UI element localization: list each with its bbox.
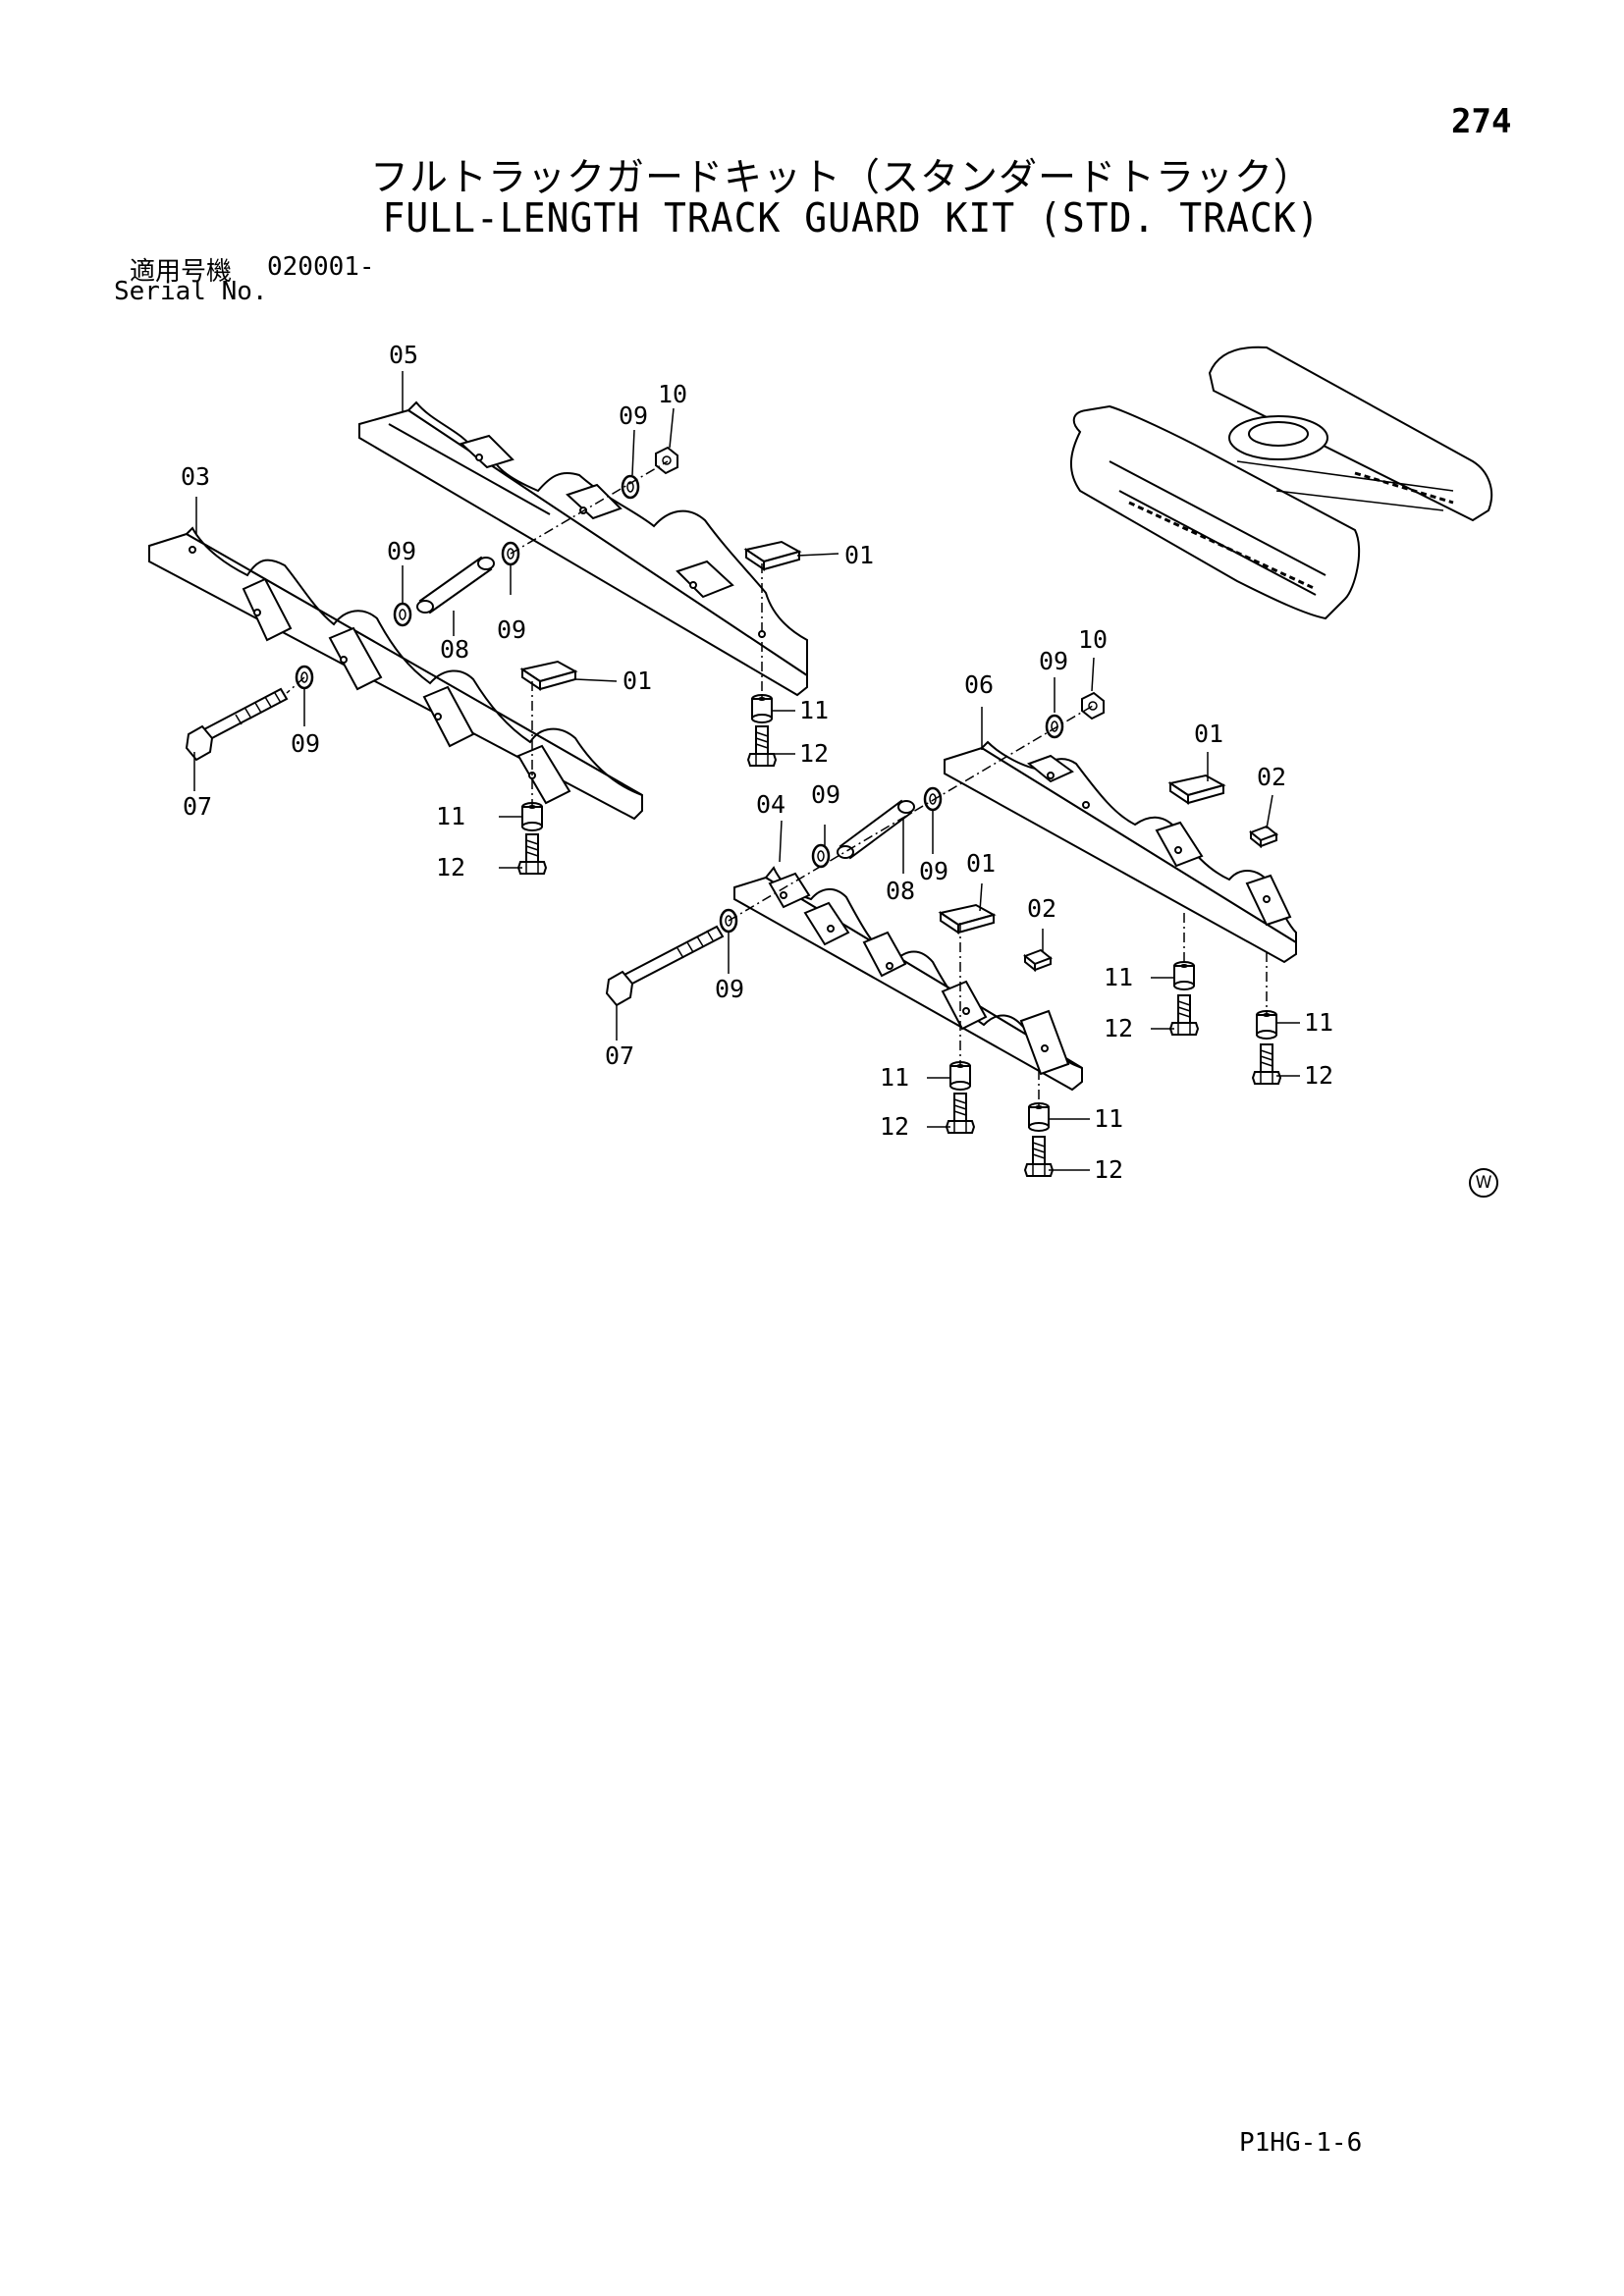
callout-08-b: 08 — [886, 877, 915, 905]
callout-09-f: 09 — [811, 780, 840, 809]
callout-12-a: 12 — [799, 739, 829, 768]
pad-01-c — [1169, 774, 1224, 804]
track-guard-rail-03 — [148, 526, 643, 821]
callout-03: 03 — [181, 462, 210, 491]
washer-09-e — [1045, 714, 1064, 739]
bolt-12-a — [747, 725, 777, 767]
page-number: 274 — [1451, 102, 1512, 141]
bolt-12-f — [1024, 1136, 1054, 1177]
undercarriage-overview-icon — [1069, 346, 1493, 620]
callout-12-f: 12 — [1094, 1155, 1123, 1184]
callout-12-d: 12 — [1304, 1061, 1333, 1090]
callout-09-a: 09 — [619, 401, 648, 430]
callout-01-b: 01 — [623, 667, 652, 695]
callout-02-b: 02 — [1027, 894, 1056, 923]
pad-02-b — [1024, 949, 1052, 971]
callout-07-a: 07 — [183, 792, 212, 821]
bolt-07-right — [605, 925, 725, 1007]
callout-09-b: 09 — [387, 537, 416, 565]
callout-02-a: 02 — [1257, 763, 1286, 791]
callout-01-a: 01 — [844, 541, 874, 569]
track-guard-rail-04 — [733, 866, 1083, 1092]
bolt-12-c — [1169, 994, 1199, 1036]
bolt-12-b — [517, 833, 547, 875]
spacer-11-c — [1173, 961, 1195, 990]
spacer-11-d — [1256, 1010, 1277, 1040]
callout-09-d: 09 — [291, 729, 320, 758]
spacer-11-e — [949, 1061, 971, 1091]
callout-labels: 05 03 09 10 09 09 08 09 01 01 07 11 12 1… — [181, 341, 1333, 1184]
callout-06: 06 — [964, 670, 994, 699]
callout-12-b: 12 — [436, 853, 465, 881]
callout-11-e: 11 — [880, 1063, 909, 1092]
serial-label-japanese: 適用号機 — [130, 257, 233, 287]
nut-10-b — [1081, 691, 1105, 721]
callout-08-a: 08 — [440, 635, 469, 664]
bolt-12-d — [1252, 1043, 1281, 1085]
spacer-11-a — [751, 694, 773, 723]
pin-08-left — [416, 556, 495, 614]
pad-01-b — [521, 661, 576, 690]
callout-09-g: 09 — [919, 857, 948, 885]
title-english: FULL-LENGTH TRACK GUARD KIT (STD. TRACK) — [382, 194, 1321, 241]
pad-01-d — [940, 904, 995, 934]
washer-09-f — [923, 786, 943, 812]
callout-11-d: 11 — [1304, 1008, 1333, 1037]
callout-09-h: 09 — [715, 975, 744, 1003]
bolt-07-left — [185, 687, 289, 762]
callout-11-f: 11 — [1094, 1104, 1123, 1133]
serial-range: 020001- — [267, 252, 375, 282]
title-japanese: フルトラックガードキット（スタンダードトラック） — [369, 156, 1313, 200]
pad-01-a — [745, 541, 800, 570]
track-guard-rail-05 — [358, 400, 808, 697]
callout-12-e: 12 — [880, 1112, 909, 1141]
washer-09-c — [393, 602, 412, 627]
callout-11-c: 11 — [1104, 963, 1133, 991]
callout-09-e: 09 — [1039, 647, 1068, 675]
assembly-lines — [286, 460, 1268, 1107]
spacer-11-f — [1028, 1102, 1050, 1132]
leader-lines — [193, 371, 1300, 1171]
callout-11-b: 11 — [436, 802, 465, 830]
spacer-11-b — [521, 802, 543, 831]
callout-10-a: 10 — [658, 380, 687, 408]
callout-01-d: 01 — [966, 849, 996, 878]
callout-09-c: 09 — [497, 615, 526, 644]
serial-label-english: Serial No. — [114, 277, 268, 306]
footer-code: P1HG-1-6 — [1239, 2128, 1363, 2158]
bolt-12-e — [946, 1093, 975, 1134]
pad-02-a — [1250, 826, 1277, 847]
exploded-parts-diagram: 05 03 09 10 09 09 08 09 01 01 07 11 12 1… — [148, 341, 1493, 1184]
nut-10-a — [655, 446, 678, 475]
callout-04: 04 — [756, 790, 785, 819]
callout-07-b: 07 — [605, 1041, 634, 1070]
callout-01-c: 01 — [1194, 720, 1223, 748]
callout-12-c: 12 — [1104, 1014, 1133, 1042]
w-mark-icon: W — [1469, 1168, 1498, 1198]
track-guard-rail-06 — [944, 740, 1297, 964]
callout-11-a: 11 — [799, 696, 829, 724]
callout-05: 05 — [389, 341, 418, 369]
callout-10-b: 10 — [1078, 625, 1108, 654]
